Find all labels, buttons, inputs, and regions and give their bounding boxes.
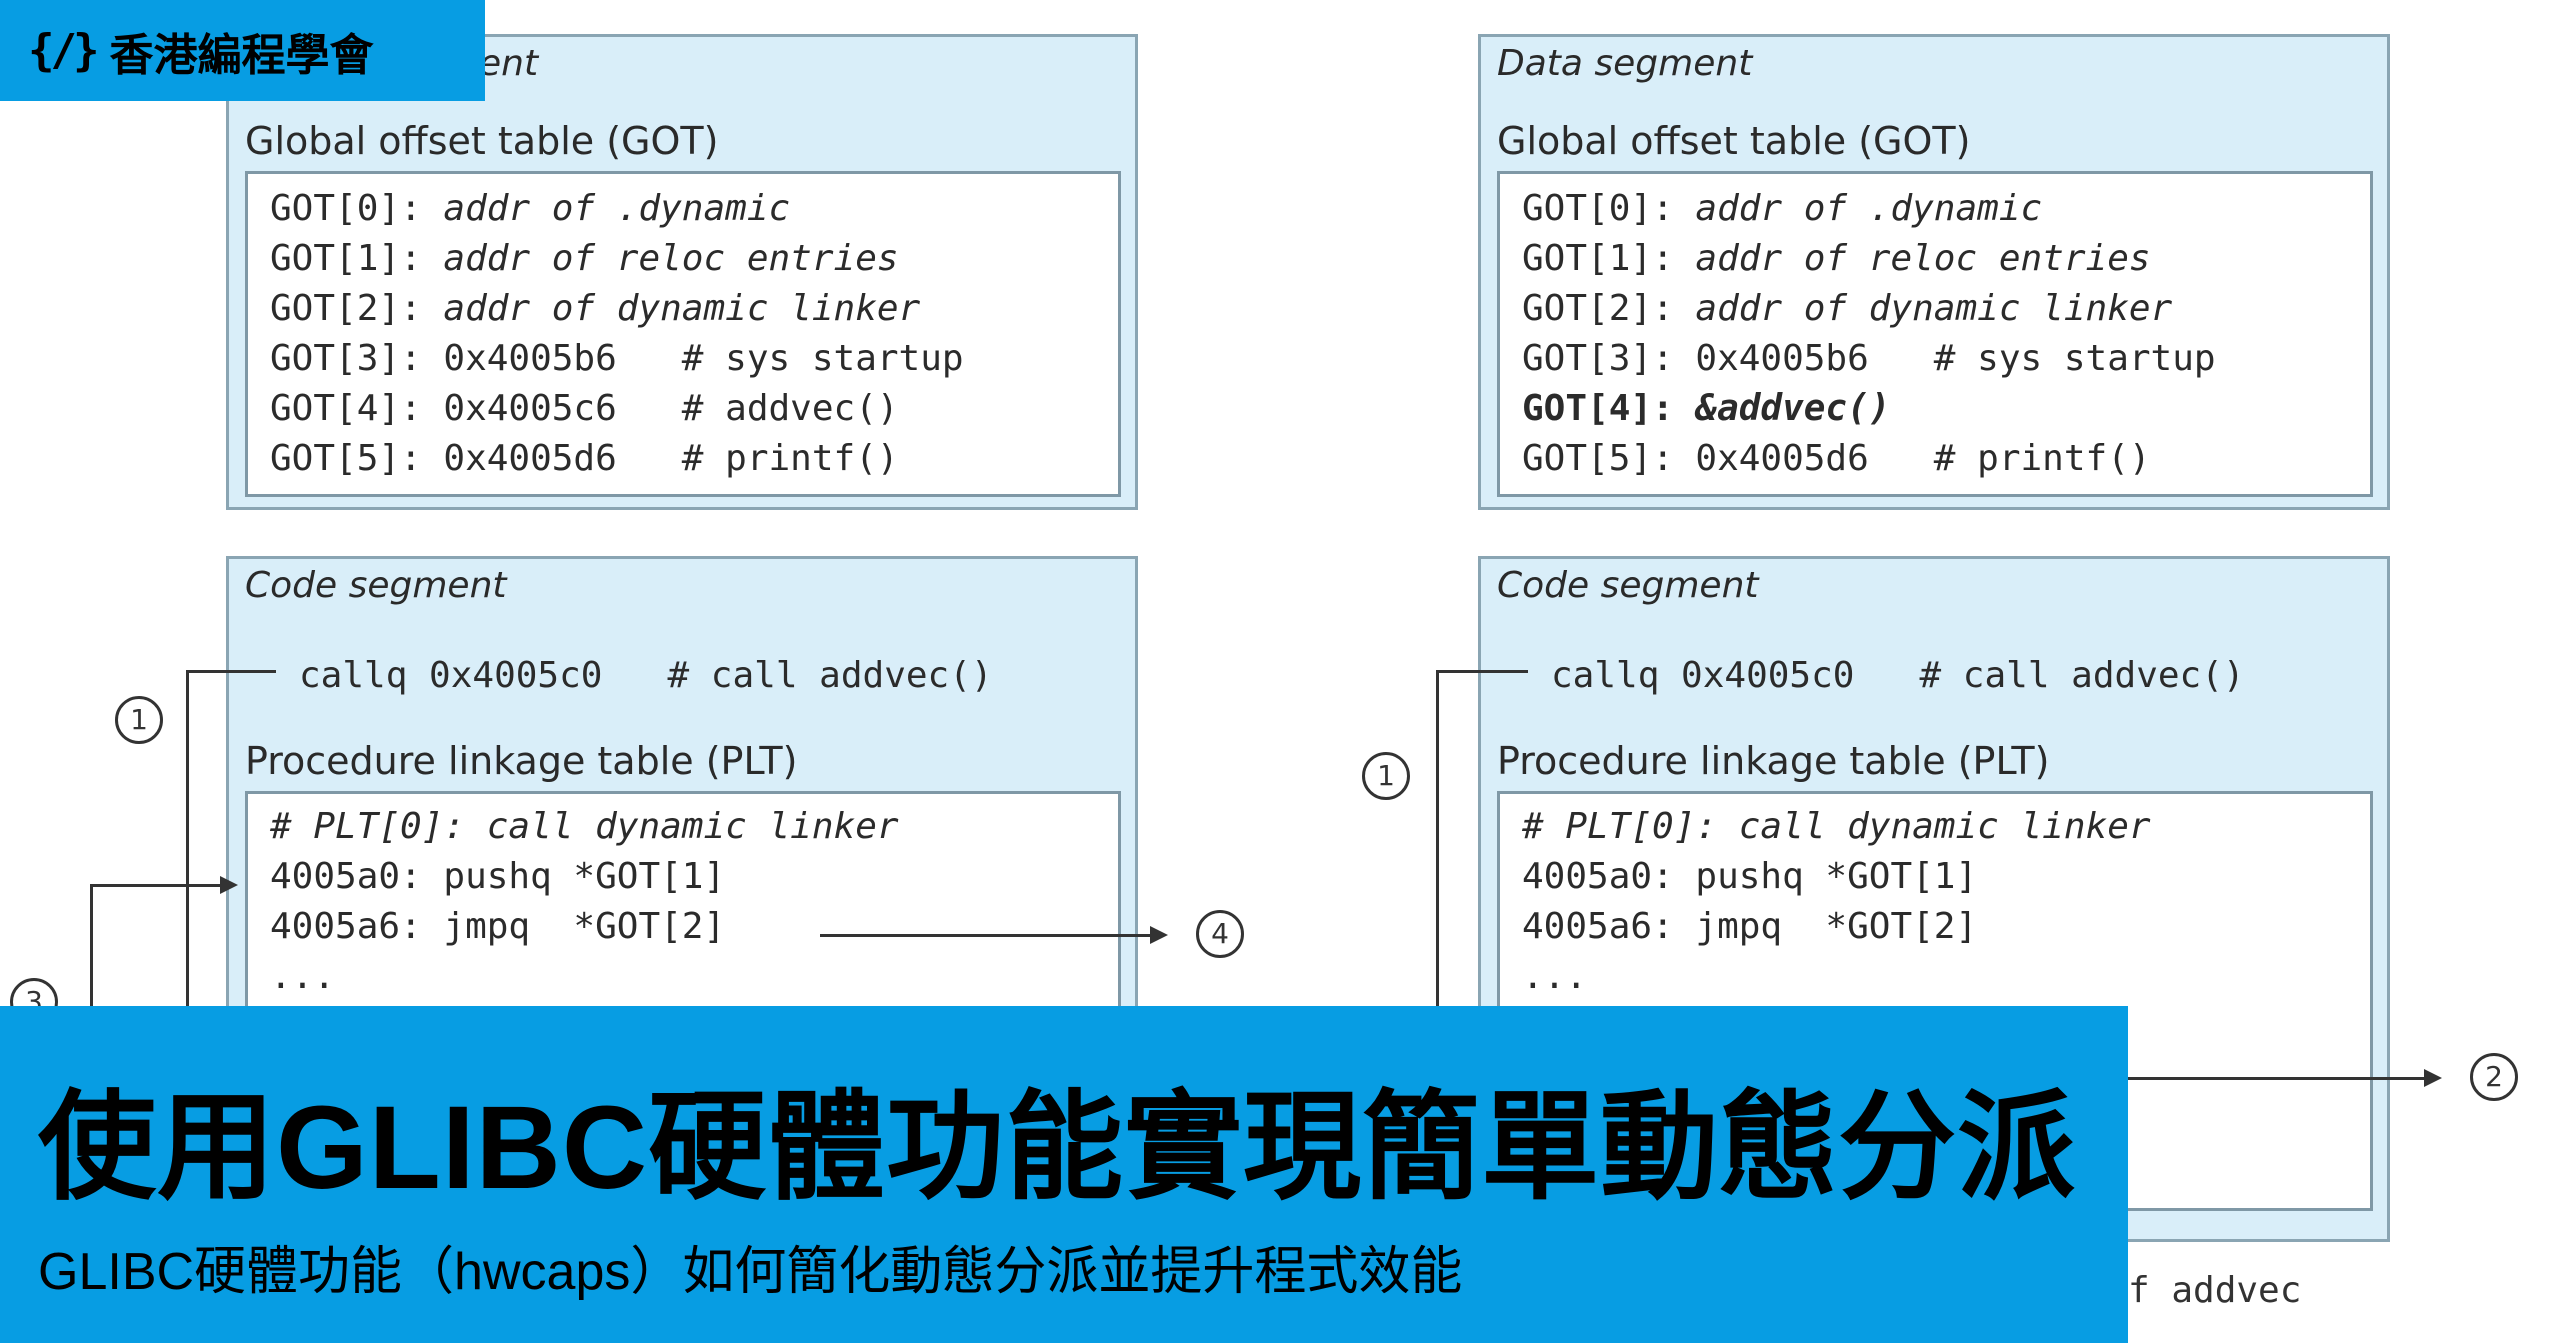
right-call-connector-v xyxy=(1436,670,1439,1010)
right-step-2-marker: 2 xyxy=(2470,1053,2518,1101)
got-line: GOT[2]: addr of dynamic linker xyxy=(270,288,921,329)
left-call-line: callq 0x4005c0 # call addvec() xyxy=(299,655,993,696)
left-got-table: GOT[0]: addr of .dynamic GOT[1]: addr of… xyxy=(245,171,1121,497)
code-brackets-icon: {/} xyxy=(28,25,100,76)
right-step-1-marker: 1 xyxy=(1362,752,1410,800)
right-got-table: GOT[0]: addr of .dynamic GOT[1]: addr of… xyxy=(1497,171,2373,497)
left-pushq-connector-v xyxy=(90,884,93,1010)
title-banner: 使用GLIBC硬體功能實現簡單動態分派 GLIBC硬體功能（hwcaps）如何簡… xyxy=(0,1006,2128,1343)
right-got-title: Global offset table (GOT) xyxy=(1497,119,1971,163)
plt-line: # PLT[0]: call dynamic linker xyxy=(1522,806,2151,847)
right-got4-arrow xyxy=(2424,1069,2442,1087)
left-code-segment-title: Code segment xyxy=(245,565,507,606)
got-line: GOT[5]: 0x4005d6 # printf() xyxy=(1522,438,2151,479)
got-line: GOT[0]: addr of .dynamic xyxy=(270,188,791,229)
got-line: GOT[1]: addr of reloc entries xyxy=(1522,238,2151,279)
got-line: GOT[3]: 0x4005b6 # sys startup xyxy=(1522,338,2216,379)
left-data-segment-title: ent xyxy=(479,43,539,84)
left-data-segment: ent Global offset table (GOT) GOT[0]: ad… xyxy=(226,34,1138,510)
plt-line: # PLT[0]: call dynamic linker xyxy=(270,806,899,847)
left-call-connector xyxy=(186,670,276,673)
page-subtitle: GLIBC硬體功能（hwcaps）如何簡化動態分派並提升程式效能 xyxy=(38,1243,1463,1301)
right-data-segment: Data segment Global offset table (GOT) G… xyxy=(1478,34,2390,510)
right-call-line: callq 0x4005c0 # call addvec() xyxy=(1551,655,2245,696)
left-call-connector-v xyxy=(186,670,189,1010)
plt-line: 4005a0: pushq *GOT[1] xyxy=(270,856,726,897)
plt-line: 4005a6: jmpq *GOT[2] xyxy=(270,906,726,947)
plt-line: ... xyxy=(270,956,336,997)
left-pushq-connector xyxy=(90,884,226,887)
left-step-4-marker: 4 xyxy=(1196,910,1244,958)
left-code-segment: Code segment callq 0x4005c0 # call addve… xyxy=(226,556,1138,1031)
got-line: GOT[4]: 0x4005c6 # addvec() xyxy=(270,388,899,429)
left-jmpq-connector xyxy=(820,934,1150,937)
left-step-1-marker: 1 xyxy=(115,696,163,744)
got-line: GOT[0]: addr of .dynamic xyxy=(1522,188,2043,229)
got-line: GOT[3]: 0x4005b6 # sys startup xyxy=(270,338,964,379)
right-caption-fragment: f addvec xyxy=(2128,1270,2302,1311)
right-call-connector xyxy=(1436,670,1528,673)
plt-line: ... xyxy=(1522,956,1588,997)
left-jmpq-arrow xyxy=(1150,926,1168,944)
logo-text: 香港編程學會 xyxy=(109,29,374,81)
got-line: GOT[2]: addr of dynamic linker xyxy=(1522,288,2173,329)
page-title: 使用GLIBC硬體功能實現簡單動態分派 xyxy=(38,1082,2077,1214)
left-plt-table: # PLT[0]: call dynamic linker 4005a0: pu… xyxy=(245,791,1121,1031)
left-plt-title: Procedure linkage table (PLT) xyxy=(245,739,798,783)
right-code-segment-title: Code segment xyxy=(1497,565,1759,606)
left-got-title: Global offset table (GOT) xyxy=(245,119,719,163)
site-logo[interactable]: {/} 香港編程學會 xyxy=(0,0,485,101)
right-data-segment-title: Data segment xyxy=(1497,43,1753,84)
right-plt-title: Procedure linkage table (PLT) xyxy=(1497,739,2050,783)
got-line-highlighted: GOT[4]: &addvec() xyxy=(1522,388,1891,429)
plt-line: 4005a6: jmpq *GOT[2] xyxy=(1522,906,1978,947)
plt-line: 4005a0: pushq *GOT[1] xyxy=(1522,856,1978,897)
got-line: GOT[1]: addr of reloc entries xyxy=(270,238,899,279)
left-pushq-arrow xyxy=(220,876,238,894)
got-line: GOT[5]: 0x4005d6 # printf() xyxy=(270,438,899,479)
right-got4-connector xyxy=(2128,1077,2426,1080)
